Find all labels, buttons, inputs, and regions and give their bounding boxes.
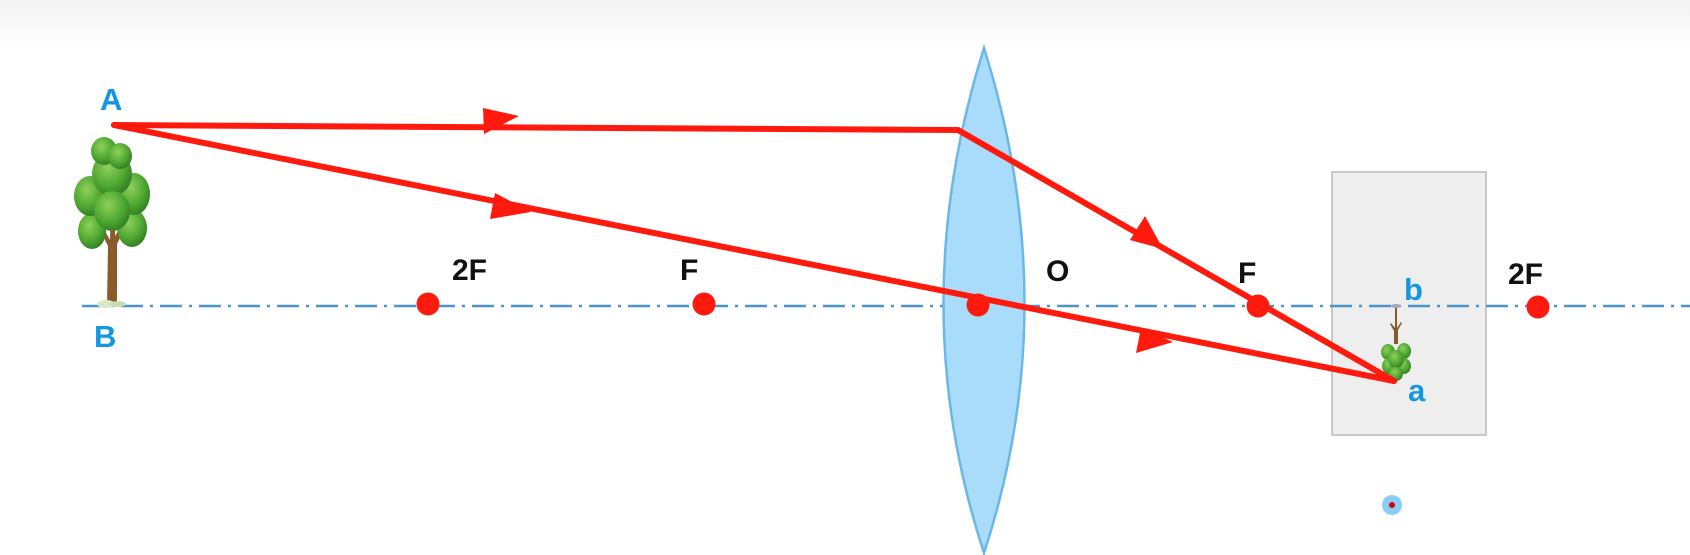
screen-panel[interactable] (1331, 171, 1487, 436)
arrow-icon (483, 108, 519, 134)
left-f-point (692, 292, 716, 316)
left-2f-label: 2F (452, 254, 487, 287)
optical-center-point (966, 293, 990, 317)
right-f-label: F (1238, 257, 1256, 290)
image-bottom-label: b (1404, 272, 1423, 307)
arrow-icon (490, 193, 531, 219)
center-ray (111, 122, 1397, 384)
object-top-label: A (100, 82, 122, 117)
tree-icon[interactable] (74, 137, 150, 308)
right-2f-point (1526, 295, 1550, 319)
left-2f-point (416, 292, 440, 316)
right-2f-label: 2F (1508, 258, 1543, 291)
parallel-ray (111, 122, 1397, 384)
object-bottom-label: B (94, 319, 116, 354)
drag-handle-icon[interactable] (1382, 495, 1402, 515)
inverted-tree-icon (1381, 304, 1411, 381)
image-top-label: a (1408, 373, 1426, 408)
optical-center-label: O (1046, 255, 1069, 288)
right-f-point (1246, 294, 1270, 318)
focal-points (416, 292, 1550, 319)
top-bar (0, 0, 1690, 50)
light-rays (111, 122, 1397, 384)
arrow-icon (1130, 216, 1163, 249)
left-f-label: F (680, 254, 698, 287)
ray-arrowheads (483, 108, 1173, 353)
arrow-icon (1136, 328, 1173, 353)
